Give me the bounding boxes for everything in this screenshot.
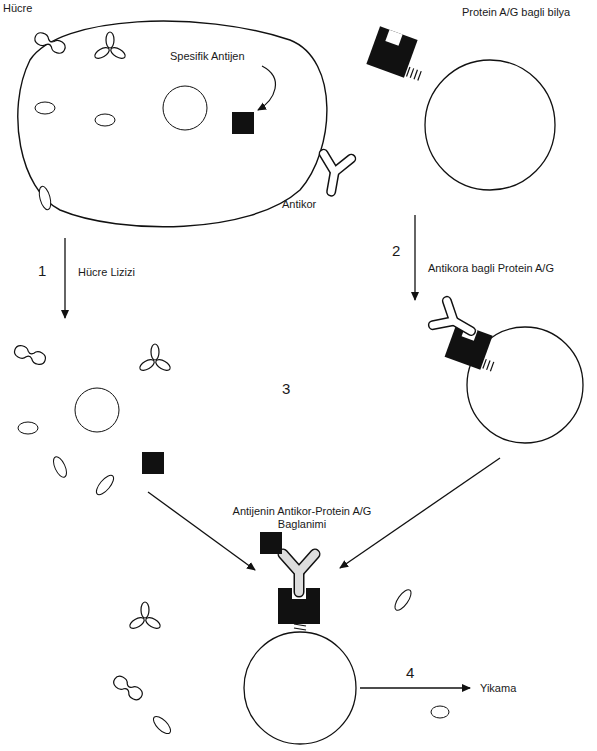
protein [13,344,47,366]
protein [37,185,53,211]
protein [18,422,38,434]
protein [431,706,449,718]
protein [93,473,116,498]
cell-membrane [18,21,327,227]
protein [95,114,115,126]
protein [51,455,69,479]
antigen [260,532,282,554]
protein [33,31,67,56]
antibody [317,154,351,194]
antigen [142,452,164,474]
step-number: 1 [38,262,46,279]
antigen [232,112,254,134]
step-label: Antijenin Antikor-Protein A/G Baglanimi [212,505,392,531]
bead [425,60,555,190]
step-number: 4 [406,664,414,681]
cell-label: Hücre [3,2,32,15]
protein [138,344,172,372]
step-number: 3 [282,380,290,397]
step-label: Hücre Lizizi [78,266,135,279]
step-arrow [148,492,255,570]
protein [93,32,127,60]
step-number: 2 [392,242,400,259]
nucleus [75,388,119,432]
antibody [433,301,478,343]
nucleus [163,86,207,130]
protein [151,714,174,737]
protein [128,602,162,630]
step-arrow [64,238,65,318]
hatch [294,624,306,630]
bead-label: Protein A/G bagli bilya [462,6,570,19]
antibody-label: Antikor [282,198,316,211]
step-arrow [360,687,470,688]
step-label: Antikora bagli Protein A/G [428,262,554,275]
protein-ag [366,26,430,82]
antigen-label: Spesifik Antijen [170,50,245,63]
protein [35,102,55,114]
antibody [283,554,315,592]
leader-line [258,66,275,110]
step-arrow [414,215,415,300]
protein [111,674,144,702]
protein [392,587,414,612]
bead [244,632,356,744]
step-label: Yikama [480,682,516,695]
